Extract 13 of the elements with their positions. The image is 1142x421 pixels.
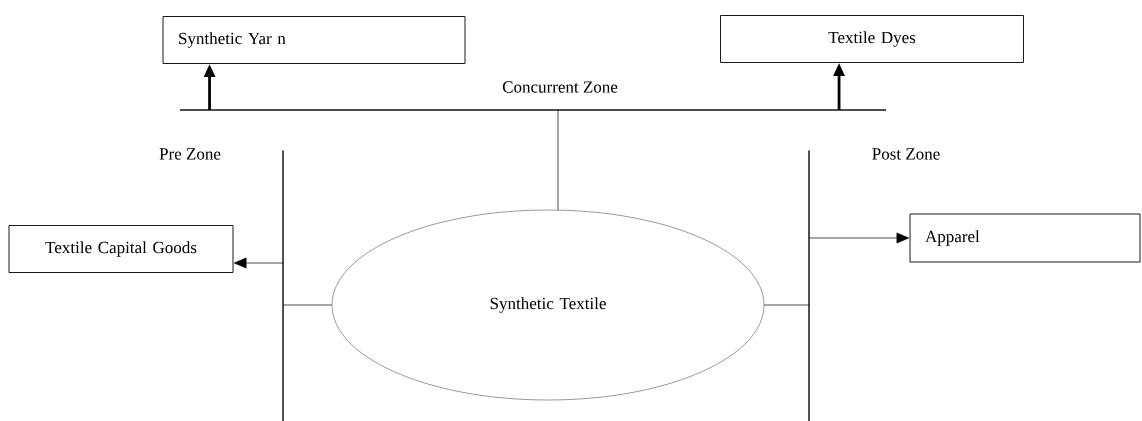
- process-box: Textile Dyes: [720, 15, 1024, 63]
- zone-label: Post Zone: [872, 148, 940, 160]
- zone-label: Concurrent Zone: [502, 81, 618, 93]
- process-box: Synthetic Yar n: [162, 16, 466, 64]
- zone-line: [282, 150, 284, 421]
- arrow: [808, 232, 909, 244]
- zone-label: Pre Zone: [159, 148, 221, 160]
- ellipse-node: Synthetic Textile: [331, 209, 765, 401]
- arrow: [234, 257, 284, 269]
- process-box: Textile Capital Goods: [8, 225, 234, 273]
- zone-line: [179, 109, 887, 111]
- zone-line: [808, 150, 810, 421]
- process-box: Apparel: [909, 213, 1141, 263]
